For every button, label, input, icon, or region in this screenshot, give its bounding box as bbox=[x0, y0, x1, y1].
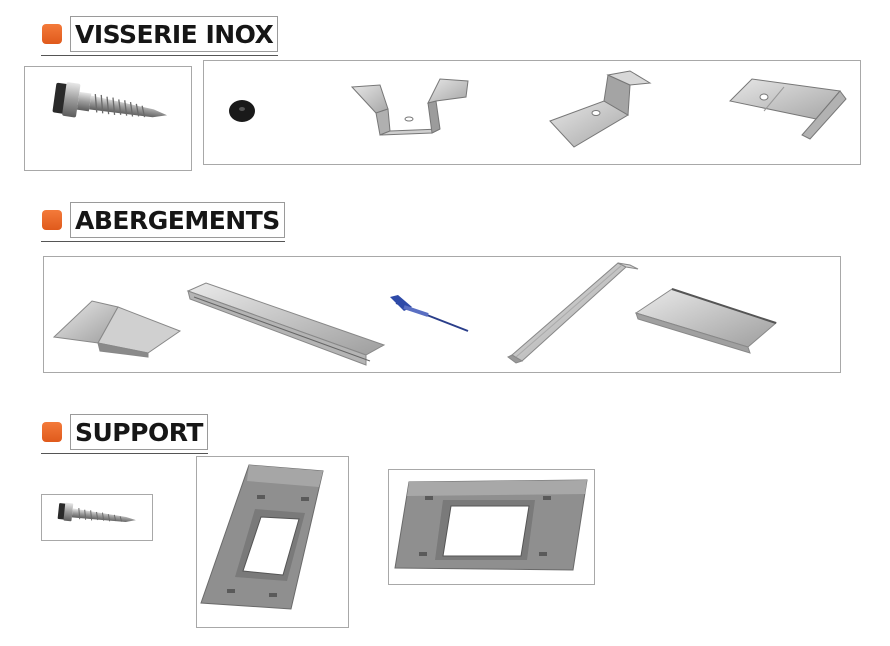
orange-bullet-icon bbox=[42, 422, 62, 442]
section-support-heading: SUPPORT bbox=[41, 414, 208, 454]
visserie-parts-box bbox=[203, 60, 861, 165]
section-support-title: SUPPORT bbox=[41, 414, 208, 454]
section-abergements-heading: ABERGEMENTS bbox=[41, 202, 285, 242]
section-visserie-title: VISSERIE INOX bbox=[40, 16, 279, 56]
z-bracket-icon bbox=[549, 70, 652, 148]
screw-image-box bbox=[24, 66, 192, 171]
abergements-parts-box bbox=[43, 256, 841, 373]
corner-flashing-icon bbox=[52, 300, 182, 358]
section-visserie-heading: VISSERIE INOX bbox=[40, 16, 279, 56]
support-frame-landscape-box bbox=[388, 469, 595, 585]
support-screw-box bbox=[41, 494, 153, 541]
support-frame-portrait-box bbox=[196, 456, 349, 628]
self-drilling-screw-icon bbox=[57, 502, 136, 523]
angle-flashing-icon bbox=[507, 262, 639, 364]
rubber-washer-icon bbox=[229, 100, 255, 122]
self-drilling-screw-icon bbox=[52, 82, 168, 118]
visserie-parts-drawing bbox=[229, 70, 847, 148]
support-frame-portrait-icon bbox=[200, 464, 324, 610]
section-abergements-title: ABERGEMENTS bbox=[41, 202, 285, 242]
omega-bracket-icon bbox=[350, 78, 469, 136]
orange-bullet-icon bbox=[42, 24, 62, 44]
support-frame-landscape-icon bbox=[394, 479, 588, 571]
blind-rivet-icon bbox=[390, 295, 469, 332]
edge-flashing-icon bbox=[634, 288, 778, 354]
abergements-parts-drawing bbox=[52, 262, 778, 366]
flat-clip-icon bbox=[728, 78, 847, 140]
orange-bullet-icon bbox=[42, 210, 62, 230]
long-flashing-profile-icon bbox=[186, 282, 386, 366]
